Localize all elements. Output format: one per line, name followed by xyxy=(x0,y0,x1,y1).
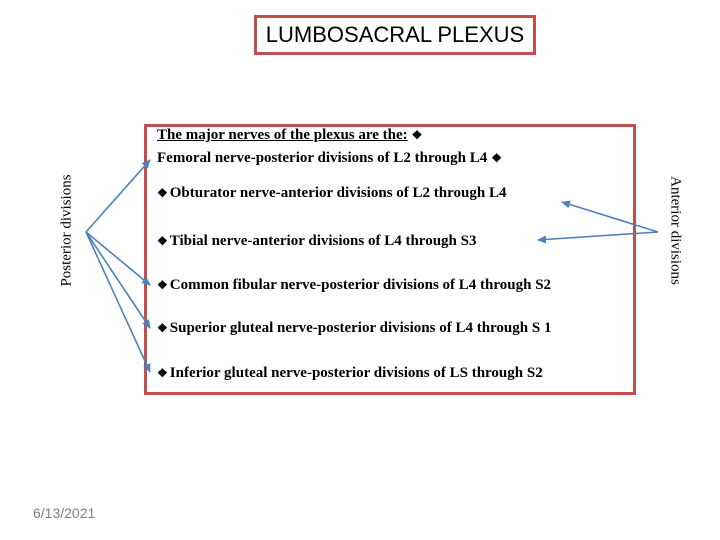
list-item-text: Superior gluteal nerve-posterior divisio… xyxy=(169,320,552,336)
intro-text-1: The major nerves of the plexus are the: xyxy=(157,127,408,143)
list-item-text: Common fibular nerve-posterior divisions… xyxy=(169,277,552,293)
bullet-icon: ❖ xyxy=(411,128,423,142)
list-item-text: Inferior gluteal nerve-posterior divisio… xyxy=(169,365,543,381)
list-item: ❖Common fibular nerve-posterior division… xyxy=(157,277,551,294)
list-item: ❖Inferior gluteal nerve-posterior divisi… xyxy=(157,365,543,382)
list-item: ❖Obturator nerve-anterior divisions of L… xyxy=(157,185,506,202)
bullet-icon: ❖ xyxy=(157,278,168,292)
arrow-inferior-gluteal xyxy=(85,231,151,373)
arrow-common-fibular xyxy=(85,231,151,286)
bullet-icon: ❖ xyxy=(157,234,168,248)
list-item: ❖Superior gluteal nerve-posterior divisi… xyxy=(157,320,551,337)
list-item-text: Tibial nerve-anterior divisions of L4 th… xyxy=(169,233,477,249)
slide-date: 6/13/2021 xyxy=(33,505,96,521)
arrow-superior-gluteal xyxy=(85,231,151,329)
arrow-femoral xyxy=(85,159,151,233)
slide-title-text: LUMBOSACRAL PLEXUS xyxy=(265,22,525,47)
list-item-text: Obturator nerve-anterior divisions of L2… xyxy=(169,185,507,201)
intro-line-2: Femoral nerve-posterior divisions of L2 … xyxy=(157,150,502,167)
bullet-icon: ❖ xyxy=(491,151,503,165)
bullet-icon: ❖ xyxy=(157,321,168,335)
intro-line-1: The major nerves of the plexus are the:❖ xyxy=(157,127,422,144)
list-item: ❖Tibial nerve-anterior divisions of L4 t… xyxy=(157,233,476,250)
arrow-obturator xyxy=(561,200,659,233)
arrow-tibial xyxy=(537,231,659,244)
bullet-icon: ❖ xyxy=(157,186,168,200)
bullet-icon: ❖ xyxy=(157,366,168,380)
intro-text-2: Femoral nerve-posterior divisions of L2 … xyxy=(157,150,488,166)
slide-title: LUMBOSACRAL PLEXUS xyxy=(254,15,536,55)
content-box xyxy=(144,124,636,395)
